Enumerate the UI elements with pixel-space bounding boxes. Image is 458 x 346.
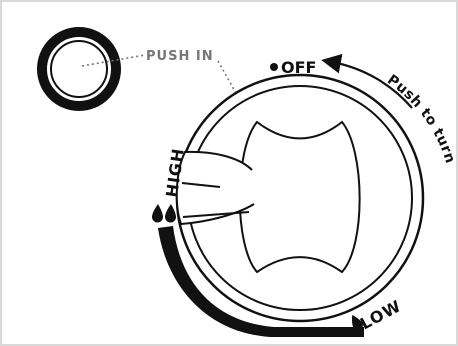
high-droplets-icon bbox=[152, 204, 176, 223]
push-in-leader-to-button bbox=[81, 54, 146, 67]
push-in-button[interactable] bbox=[37, 27, 121, 111]
knob-grip bbox=[238, 120, 361, 274]
control-knob[interactable] bbox=[175, 73, 425, 323]
push-in-label: PUSH IN bbox=[146, 49, 214, 64]
rotation-arrow-icon bbox=[321, 53, 413, 109]
heat-scale-band bbox=[158, 226, 364, 337]
pointer-grip-line-upper bbox=[181, 182, 221, 188]
low-droplet-icon bbox=[352, 314, 363, 331]
off-dot-icon bbox=[270, 63, 278, 71]
knob-pointer bbox=[175, 150, 255, 226]
off-label: OFF bbox=[281, 58, 316, 77]
pointer-grip-line-lower bbox=[182, 211, 250, 218]
